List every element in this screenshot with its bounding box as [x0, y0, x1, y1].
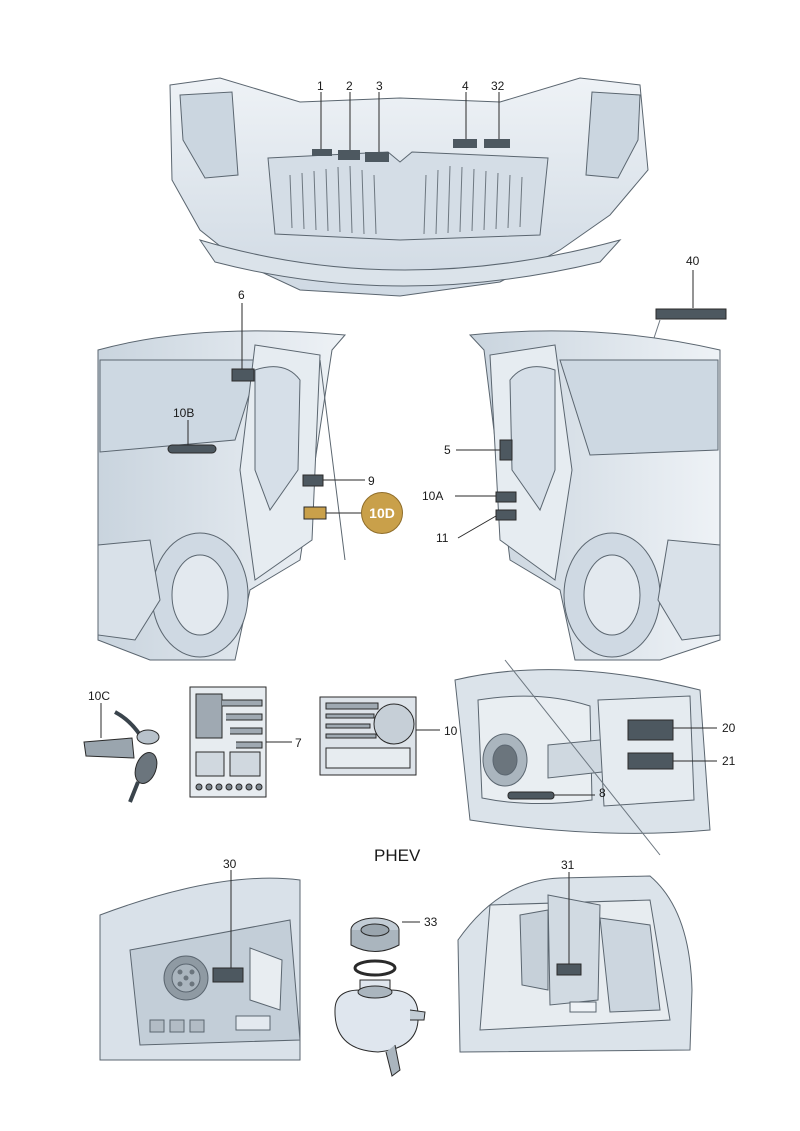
callout-3: 3: [376, 79, 383, 93]
callout-21: 21: [722, 754, 736, 768]
trunk-label: [556, 872, 582, 976]
callout-1: 1: [317, 79, 324, 93]
plate-7-illustration: [189, 686, 292, 798]
callout-7: 7: [295, 736, 302, 750]
charge-port-label: [212, 870, 244, 983]
charge-port-illustration: [99, 877, 301, 1061]
trunk-illustration: [457, 875, 693, 1053]
callout-10b: 10B: [173, 406, 195, 420]
callout-8: 8: [599, 786, 606, 800]
highlight-callout-10d: 10D: [361, 492, 403, 534]
left-car-illustration: [97, 330, 347, 661]
callout-20: 20: [722, 721, 736, 735]
fuel-door-labels: [507, 719, 674, 800]
right-car-illustration: [468, 330, 721, 661]
coolant-reservoir-illustration: [334, 917, 426, 1077]
callout-2: 2: [346, 79, 353, 93]
callout-4: 4: [462, 79, 469, 93]
callout-10: 10: [444, 724, 458, 738]
callout-9: 9: [368, 474, 375, 488]
callout-30: 30: [223, 857, 237, 871]
callout-31: 31: [561, 858, 575, 872]
callout-11: 11: [436, 531, 449, 545]
callout-5: 5: [444, 443, 451, 457]
front-bumper-illustration: [169, 77, 649, 297]
phev-section-label: PHEV: [374, 846, 421, 865]
right-car-leader-lines: [455, 449, 500, 539]
callout-6: 6: [238, 288, 245, 302]
callout-40: 40: [686, 254, 700, 268]
fuel-door-leader-lines: [554, 727, 717, 796]
bumper-labels: [312, 139, 510, 162]
callout-10a: 10A: [422, 489, 444, 503]
left-car-labels: [167, 368, 327, 520]
right-car-labels: [495, 439, 517, 521]
callout-32: 32: [491, 79, 505, 93]
callout-33: 33: [424, 915, 438, 929]
key-illustration: [83, 703, 160, 803]
callout-10c: 10C: [88, 689, 111, 703]
plate-10-illustration: [319, 696, 440, 776]
left-car-leader-lines: [187, 303, 365, 514]
bumper-leader-lines: [320, 92, 500, 152]
